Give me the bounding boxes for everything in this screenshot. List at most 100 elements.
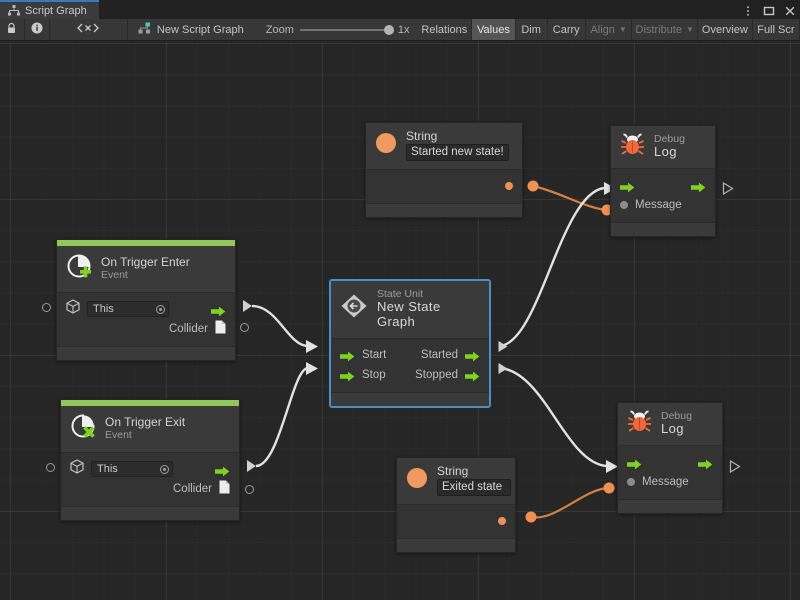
port-flow-out-icon[interactable] <box>215 464 230 476</box>
trigger-enter-icon <box>66 253 92 284</box>
toolbar-button-values[interactable]: Values <box>472 19 516 40</box>
string-value-field[interactable]: Started new state! <box>406 143 509 162</box>
collider-doc-icon[interactable] <box>219 480 230 499</box>
port-flow-out-log-top[interactable] <box>722 181 734 200</box>
wire-string-to-log-top <box>532 184 608 212</box>
toolbar-button-overview[interactable]: Overview <box>698 19 753 40</box>
node-body: Message <box>611 169 715 222</box>
port-stopped-out-marker[interactable] <box>497 362 509 380</box>
port-flow-in-icon[interactable] <box>627 457 642 469</box>
port-flow-out-stopped-icon[interactable] <box>465 369 480 382</box>
info-button[interactable] <box>25 19 50 40</box>
port-collider-enter[interactable] <box>240 323 249 332</box>
port-flow-out-icon[interactable] <box>698 457 713 469</box>
toolbar-button-relations[interactable]: Relations <box>417 19 473 40</box>
node-header: On Trigger Exit Event <box>61 406 239 453</box>
node-debug-log-top[interactable]: Debug Log Message <box>610 125 716 237</box>
port-string-output[interactable] <box>505 182 513 191</box>
node-footer <box>331 391 489 406</box>
zoom-control[interactable]: Zoom 1x <box>258 19 418 40</box>
chevron-down-icon: ▼ <box>618 25 627 34</box>
node-header: State Unit New State Graph <box>331 281 489 339</box>
toolbar-button-carry[interactable]: Carry <box>548 19 586 40</box>
collider-doc-icon[interactable] <box>215 320 226 339</box>
node-title: String <box>406 129 438 143</box>
port-flow-out-icon[interactable] <box>691 180 706 192</box>
wire-string-to-log-bottom <box>530 486 610 519</box>
port-started-out-marker[interactable] <box>497 340 509 358</box>
string-value-icon <box>375 132 397 159</box>
port-string-output[interactable] <box>498 517 506 526</box>
flow-out-triangle-icon <box>243 300 252 312</box>
object-picker-icon[interactable] <box>156 304 165 314</box>
empty-port-icon <box>42 303 51 312</box>
string-value-icon <box>406 467 428 494</box>
kebab-menu-icon[interactable] <box>742 4 754 16</box>
lock-toggle[interactable] <box>0 19 25 40</box>
toolbar-button-distribute[interactable]: Distribute ▼ <box>632 19 698 40</box>
wire-arrowhead <box>306 362 318 375</box>
port-target-exit[interactable] <box>46 463 55 472</box>
node-string-bottom[interactable]: String Exited state <box>396 457 516 554</box>
node-subtitle: State Unit <box>377 288 424 300</box>
window-controls <box>742 0 796 19</box>
zoom-value: 1x <box>397 23 410 36</box>
node-on-trigger-enter[interactable]: On Trigger Enter Event This <box>56 239 236 361</box>
target-object-field[interactable]: This <box>91 461 173 477</box>
port-flow-in-icon[interactable] <box>620 180 635 192</box>
node-debug-log-bottom[interactable]: Debug Log Message <box>617 402 723 514</box>
graph-name-breadcrumb[interactable]: New Script Graph <box>128 19 258 40</box>
port-flow-out-started-icon[interactable] <box>465 349 480 362</box>
toolbar-button-dim[interactable]: Dim <box>516 19 548 40</box>
lock-icon <box>6 22 17 37</box>
node-body: This Collider <box>61 453 239 506</box>
chevron-down-icon: ▼ <box>685 25 694 34</box>
node-on-trigger-exit[interactable]: On Trigger Exit Event This <box>60 399 240 521</box>
tab-script-graph[interactable]: Script Graph <box>0 0 99 19</box>
wire-stopped-to-log-bottom <box>499 366 607 468</box>
node-body: This Collider <box>57 293 235 346</box>
node-title: Log <box>661 421 684 437</box>
port-flow-in-start-icon[interactable] <box>340 349 355 362</box>
zoom-slider[interactable] <box>299 24 394 35</box>
port-message-input[interactable] <box>620 201 628 209</box>
wire-endpoint-dot <box>525 511 537 523</box>
node-footer <box>618 499 722 513</box>
toolbar-button-fullscreen[interactable]: Full Scr <box>753 19 800 40</box>
port-message-input[interactable] <box>627 478 635 486</box>
zoom-slider-handle[interactable] <box>383 24 394 35</box>
zoom-label: Zoom <box>265 23 294 36</box>
node-subtitle: Event <box>101 269 128 282</box>
close-icon[interactable] <box>784 4 796 16</box>
node-header: String Started new state! <box>366 123 522 171</box>
node-state-unit[interactable]: State Unit New State Graph Start Started <box>330 280 490 407</box>
event-accent-bar <box>57 240 235 246</box>
node-body <box>397 505 515 539</box>
empty-port-icon <box>240 323 249 332</box>
port-flow-out-icon[interactable] <box>211 304 226 316</box>
port-target-enter[interactable] <box>42 303 51 312</box>
maximize-icon[interactable] <box>763 4 775 16</box>
variables-button[interactable] <box>50 19 128 40</box>
flow-out-hollow-triangle-icon <box>498 363 508 374</box>
object-picker-icon[interactable] <box>160 464 169 474</box>
port-label-message: Message <box>642 476 689 488</box>
node-footer <box>61 506 239 520</box>
node-header: Debug Log <box>618 403 722 446</box>
target-object-field[interactable]: This <box>87 301 169 317</box>
trigger-exit-icon <box>70 413 96 444</box>
toolbar-button-align[interactable]: Align ▼ <box>586 19 633 40</box>
node-header: String Exited state <box>397 458 515 506</box>
string-value-field[interactable]: Exited state <box>437 478 511 497</box>
node-title: On Trigger Exit <box>105 414 186 429</box>
node-header: Debug Log <box>611 126 715 169</box>
port-flow-in-stop-icon[interactable] <box>340 369 355 382</box>
port-flow-out-enter[interactable] <box>243 300 252 312</box>
port-flow-out-log-bottom[interactable] <box>729 459 741 478</box>
port-collider-exit[interactable] <box>245 485 254 494</box>
node-string-top[interactable]: String Started new state! <box>365 122 523 219</box>
node-body: Start Started Stop <box>331 338 489 392</box>
port-flow-out-exit[interactable] <box>247 460 256 472</box>
graph-canvas[interactable]: String Started new state! <box>0 42 800 600</box>
port-label-collider: Collider <box>169 323 208 335</box>
